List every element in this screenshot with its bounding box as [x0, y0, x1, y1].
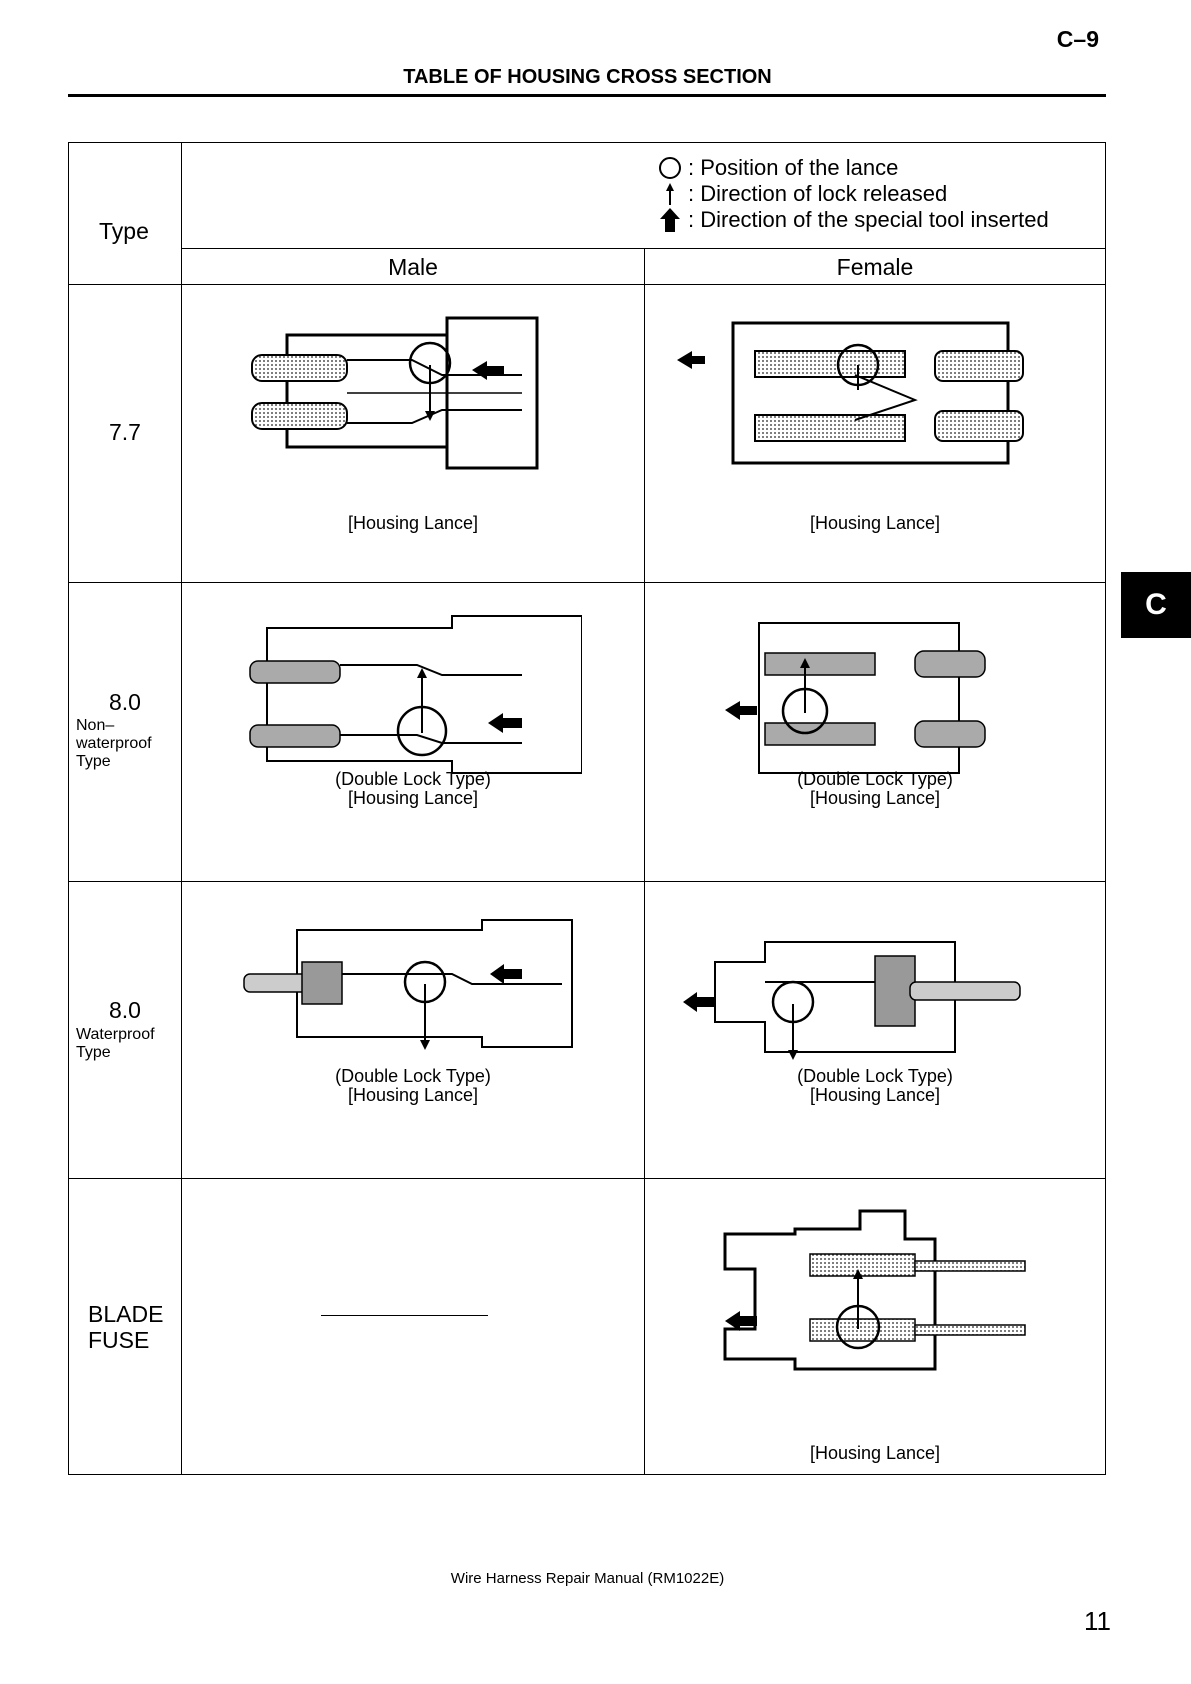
- legend-item-tool: : Direction of the special tool inserted: [652, 207, 1049, 233]
- thin-arrow-up-icon: [652, 182, 688, 206]
- male-caption-2: [Housing Lance]: [347, 1085, 479, 1105]
- male-header-cell: Male: [181, 248, 645, 285]
- type-header-cell: Type: [68, 142, 182, 285]
- row-type-cell: BLADE FUSE: [68, 1178, 182, 1475]
- male-8-0-waterproof-diagram: [243, 919, 573, 1050]
- male-caption-1: (Double Lock Type): [335, 769, 491, 789]
- female-caption-1: (Double Lock Type): [797, 769, 953, 789]
- row-type: 8.0: [109, 997, 141, 1023]
- bold-arrow-up-icon: [652, 207, 688, 233]
- female-cell: [Housing Lance]: [644, 284, 1106, 583]
- male-cell: [181, 1178, 645, 1475]
- female-header: Female: [836, 254, 914, 280]
- legend-cell: : Position of the lance : Direction of l…: [181, 142, 1106, 249]
- female-caption: [Housing Lance]: [809, 1443, 941, 1463]
- female-caption-1: (Double Lock Type): [797, 1066, 953, 1086]
- circle-icon: [652, 156, 688, 180]
- female-blade-fuse-diagram: [723, 1209, 1026, 1371]
- row-type-cell: 8.0 Non– waterproof Type: [68, 582, 182, 882]
- row-type-cell: 7.7: [68, 284, 182, 583]
- male-header: Male: [388, 254, 438, 280]
- male-cell: (Double Lock Type) [Housing Lance]: [181, 582, 645, 882]
- female-cell: (Double Lock Type) [Housing Lance]: [644, 582, 1106, 882]
- female-8-0-waterproof-diagram: [683, 941, 1021, 1060]
- row-subtype: Non– waterproof Type: [76, 717, 152, 770]
- male-caption-2: [Housing Lance]: [347, 513, 479, 533]
- header-rule: [68, 94, 1106, 97]
- male-cell: [Housing Lance]: [181, 284, 645, 583]
- type-header: Type: [99, 218, 149, 244]
- row-type: 8.0: [109, 689, 141, 715]
- female-cell: [Housing Lance]: [644, 1178, 1106, 1475]
- not-applicable-dash: [321, 1315, 488, 1316]
- page-code: C–9: [1056, 26, 1099, 52]
- male-caption-2: [Housing Lance]: [347, 788, 479, 808]
- female-8-0-diagram: [725, 622, 986, 774]
- section-tab[interactable]: C: [1121, 572, 1191, 638]
- legend: : Position of the lance : Direction of l…: [652, 155, 1049, 233]
- legend-item-lance: : Position of the lance: [652, 155, 1049, 181]
- legend-item-lock: : Direction of lock released: [652, 181, 1049, 207]
- female-header-cell: Female: [644, 248, 1106, 285]
- female-7-7-diagram: [677, 321, 1024, 465]
- row-type-cell: 8.0 Waterproof Type: [68, 881, 182, 1179]
- page-number: 11: [1084, 1606, 1111, 1636]
- female-caption-2: [Housing Lance]: [809, 1085, 941, 1105]
- row-type: 7.7: [109, 419, 141, 445]
- page-title: TABLE OF HOUSING CROSS SECTION: [403, 66, 772, 88]
- row-subtype: Waterproof Type: [76, 1026, 155, 1061]
- female-cell: (Double Lock Type) [Housing Lance]: [644, 881, 1106, 1179]
- male-8-0-diagram: [249, 615, 582, 774]
- row-type: BLADE FUSE: [88, 1301, 164, 1353]
- male-7-7-diagram: [251, 316, 539, 470]
- male-caption-1: (Double Lock Type): [335, 1066, 491, 1086]
- female-caption-2: [Housing Lance]: [809, 788, 941, 808]
- male-cell: (Double Lock Type) [Housing Lance]: [181, 881, 645, 1179]
- female-caption: [Housing Lance]: [809, 513, 941, 533]
- footer-manual: Wire Harness Repair Manual (RM1022E): [450, 1570, 725, 1587]
